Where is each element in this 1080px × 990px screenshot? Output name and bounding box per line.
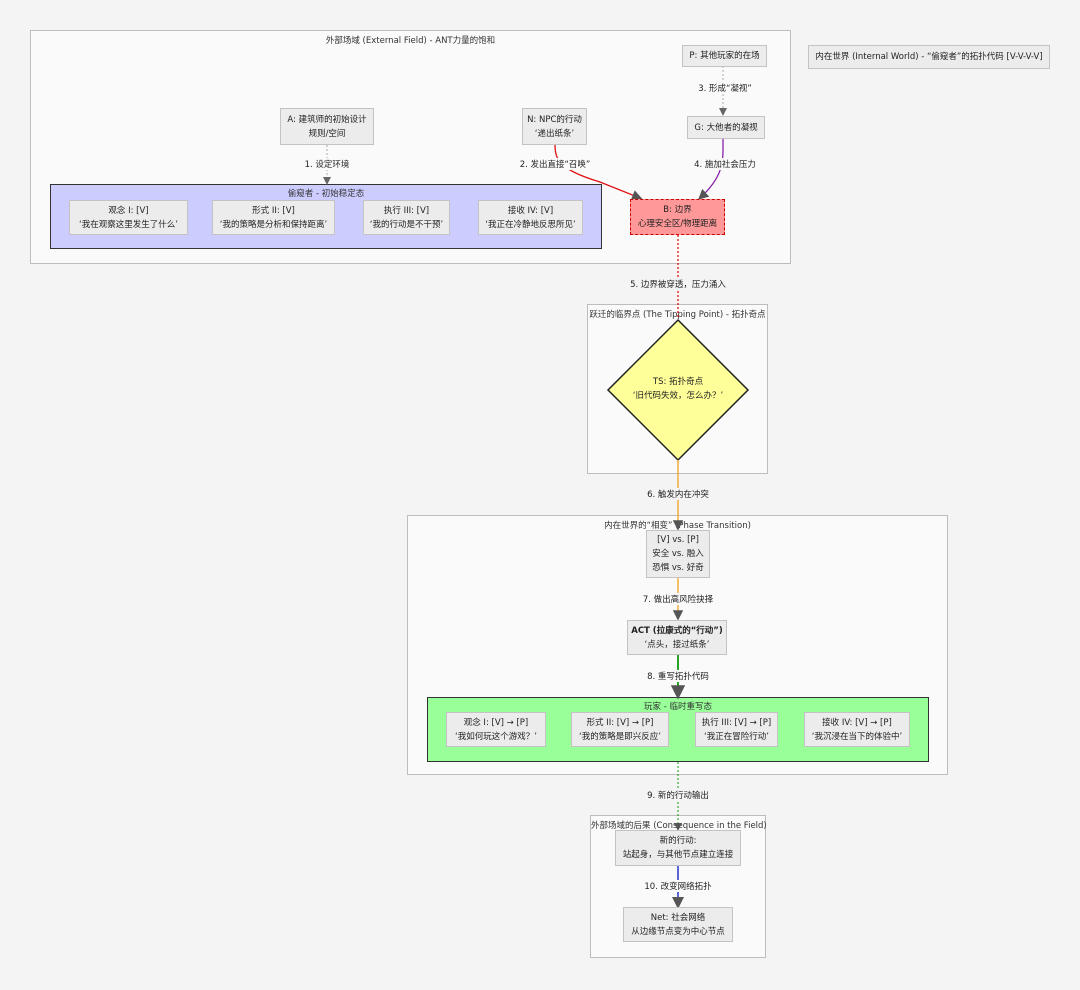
node-v1-line-2: ‘我在观察这里发生了什么’ [79, 219, 178, 230]
node-player-concept: 观念 I: [V] → [P] ‘我如何玩这个游戏？’ [446, 712, 546, 747]
node-voyeur-concept: 观念 I: [V] ‘我在观察这里发生了什么’ [69, 200, 188, 235]
node-p1-line-2: ‘我如何玩这个游戏？’ [455, 731, 537, 742]
node-voyeur-form: 形式 II: [V] ‘我的策略是分析和保持距离’ [212, 200, 335, 235]
node-vp-conflict: [V] vs. [P] 安全 vs. 融入 恐惧 vs. 好奇 [646, 530, 710, 578]
edge-label-6: 6. 触发内在冲突 [644, 488, 712, 500]
node-v3-line-1: 执行 III: [V] [383, 205, 430, 216]
node-p-line-1: P: 其他玩家的在场 [689, 51, 760, 61]
edge-label-3: 3. 形成“凝视” [695, 82, 755, 94]
internal-world-legend: 内在世界 (Internal World) - “偷窥者”的拓扑代码 [V-V-… [808, 45, 1050, 69]
node-act-lacanian: ACT (拉康式的“行动”) ‘点头，接过纸条’ [627, 620, 727, 655]
node-v2-line-1: 形式 II: [V] [252, 205, 295, 216]
node-b-line-2: 心理安全区/物理距离 [637, 219, 718, 229]
node-vp-line-1: [V] vs. [P] [657, 535, 699, 545]
edge-label-10: 10. 改变网络拓扑 [641, 880, 715, 892]
node-n-line-1: N: NPC的行动 [527, 114, 582, 125]
node-a-line-1: A: 建筑师的初始设计 [287, 114, 367, 125]
edge-label-5: 5. 边界被穿透，压力涌入 [627, 278, 729, 290]
cluster-voyeur-title: 偷窥者 - 初始稳定态 [287, 189, 365, 199]
node-g-big-other-gaze: G: 大他者的凝视 [687, 116, 765, 139]
node-b-boundary: B: 边界 心理安全区/物理距离 [630, 199, 725, 235]
node-p4-line-1: 接收 IV: [V] → [P] [822, 717, 892, 728]
edge-label-1: 1. 设定环境 [301, 158, 353, 170]
node-player-form: 形式 II: [V] → [P] ‘我的策略是即兴反应’ [571, 712, 669, 747]
node-v3-line-2: ‘我的行动是不干预’ [369, 219, 444, 230]
edge-label-2: 2. 发出直接“召唤” [516, 158, 594, 170]
node-n-line-2: ‘递出纸条’ [534, 128, 575, 139]
node-p3-line-1: 执行 III: [V] → [P] [701, 717, 772, 728]
node-a-architect: A: 建筑师的初始设计 规则/空间 [280, 108, 374, 145]
internal-world-legend-text: 内在世界 (Internal World) - “偷窥者”的拓扑代码 [V-V-… [815, 52, 1043, 62]
node-p-other-players: P: 其他玩家的在场 [682, 45, 767, 67]
node-voyeur-execute: 执行 III: [V] ‘我的行动是不干预’ [363, 200, 450, 235]
node-v2-line-2: ‘我的策略是分析和保持距离’ [219, 219, 328, 230]
node-player-execute: 执行 III: [V] → [P] ‘我正在冒险行动’ [695, 712, 778, 747]
node-n-npc-action: N: NPC的行动 ‘递出纸条’ [522, 108, 587, 145]
edge-label-8: 8. 重写拓扑代码 [644, 670, 712, 682]
node-vp-line-2: 安全 vs. 融入 [652, 549, 704, 559]
node-a-line-2: 规则/空间 [308, 128, 346, 139]
node-p3-line-2: ‘我正在冒险行动’ [704, 731, 769, 742]
edge-label-4: 4. 施加社会压力 [691, 158, 759, 170]
node-b-line-1: B: 边界 [663, 205, 692, 215]
node-act-line-2: ‘点头，接过纸条’ [644, 639, 710, 650]
node-net-line-2: 从边缘节点变为中心节点 [631, 926, 725, 937]
node-p4-line-2: ‘我沉浸在当下的体验中’ [811, 731, 903, 742]
node-vp-line-3: 恐惧 vs. 好奇 [652, 563, 704, 573]
node-ts-singularity: TS: 拓扑奇点 ‘旧代码失效，怎么办？’ [600, 375, 756, 403]
node-new-line-2: 站起身，与其他节点建立连接 [622, 850, 734, 860]
node-ts-line-2: ‘旧代码失效，怎么办？’ [632, 391, 724, 401]
edge-label-9: 9. 新的行动输出 [644, 789, 712, 801]
node-net-social-network: Net: 社会网络 从边缘节点变为中心节点 [623, 907, 733, 942]
cluster-player-title: 玩家 - 临时重写态 [644, 702, 712, 712]
node-ts-line-1: TS: 拓扑奇点 [652, 377, 704, 387]
edge-2 [554, 144, 643, 200]
node-new-line-1: 新的行动: [659, 836, 697, 846]
cluster-external-field-title: 外部场域 (External Field) - ANT力量的饱和 [325, 36, 496, 46]
node-p2-line-1: 形式 II: [V] → [P] [586, 717, 654, 728]
node-g-line-1: G: 大他者的凝视 [694, 122, 758, 133]
node-v1-line-1: 观念 I: [V] [108, 205, 149, 216]
node-net-line-1: Net: 社会网络 [650, 912, 706, 923]
node-player-receive: 接收 IV: [V] → [P] ‘我沉浸在当下的体验中’ [804, 712, 910, 747]
node-new-action: 新的行动: 站起身，与其他节点建立连接 [615, 830, 741, 866]
node-voyeur-receive: 接收 IV: [V] ‘我正在冷静地反思所见’ [478, 200, 583, 235]
edge-label-7: 7. 做出高风险抉择 [639, 593, 717, 605]
node-v4-line-1: 接收 IV: [V] [507, 205, 554, 216]
node-p1-line-1: 观念 I: [V] → [P] [463, 717, 529, 728]
node-p2-line-2: ‘我的策略是即兴反应’ [579, 731, 661, 742]
node-v4-line-2: ‘我正在冷静地反思所见’ [485, 219, 576, 230]
node-act-line-1: ACT (拉康式的“行动”) [631, 625, 723, 636]
